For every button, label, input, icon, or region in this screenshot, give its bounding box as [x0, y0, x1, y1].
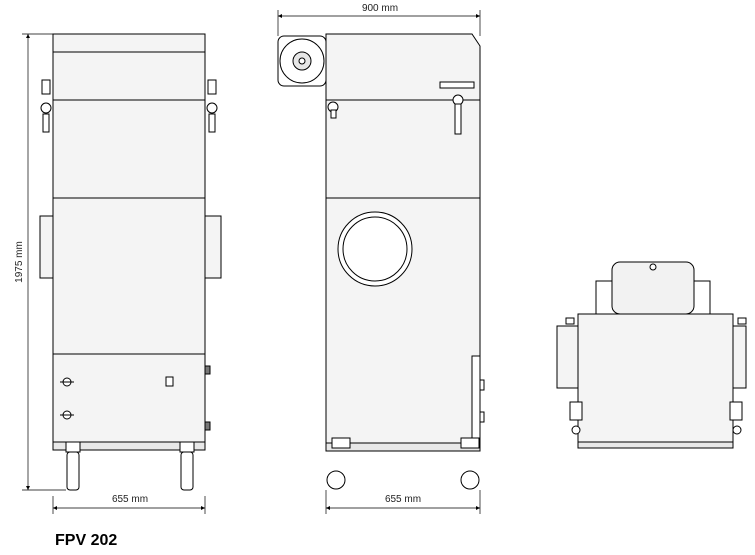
front-caster-right: [179, 441, 195, 491]
height-label: 1975 mm: [14, 241, 25, 283]
front-base-module: [52, 353, 206, 443]
front-clamp-left: [40, 79, 52, 133]
front-clamp-right: [206, 79, 218, 133]
side-width-top-dimension: [277, 10, 481, 36]
side-clamps: [327, 94, 464, 135]
front-caster-left: [65, 441, 81, 491]
top-view: [556, 261, 747, 449]
front-top-module: [52, 33, 206, 101]
side-filter-module: [325, 99, 481, 199]
model-name: FPV 202: [55, 532, 118, 549]
side-view: [277, 33, 485, 490]
side-depth-label: 655 mm: [385, 494, 421, 505]
side-handle: [439, 81, 475, 89]
front-indicator: [165, 376, 174, 387]
side-door-hinge: [471, 355, 481, 441]
top-body: [577, 313, 734, 443]
front-height-dimension: [22, 33, 66, 491]
front-right-inlet: [204, 215, 222, 279]
side-depth-dimension: [325, 490, 481, 514]
side-motor: [277, 35, 327, 87]
front-depth-label: 655 mm: [112, 494, 148, 505]
top-right-inlet: [732, 325, 747, 389]
front-width-dimension: [52, 496, 206, 514]
overall-width-label: 900 mm: [362, 3, 398, 14]
front-view: [39, 33, 222, 491]
top-brackets: [565, 317, 747, 435]
front-fan-module: [52, 197, 206, 355]
side-top-module: [325, 33, 481, 101]
side-round-inlet: [337, 211, 413, 287]
front-left-inlet: [39, 215, 54, 279]
top-left-inlet: [556, 325, 579, 389]
side-casters: [326, 437, 480, 490]
front-filter-module: [52, 99, 206, 199]
top-motor: [595, 261, 711, 315]
